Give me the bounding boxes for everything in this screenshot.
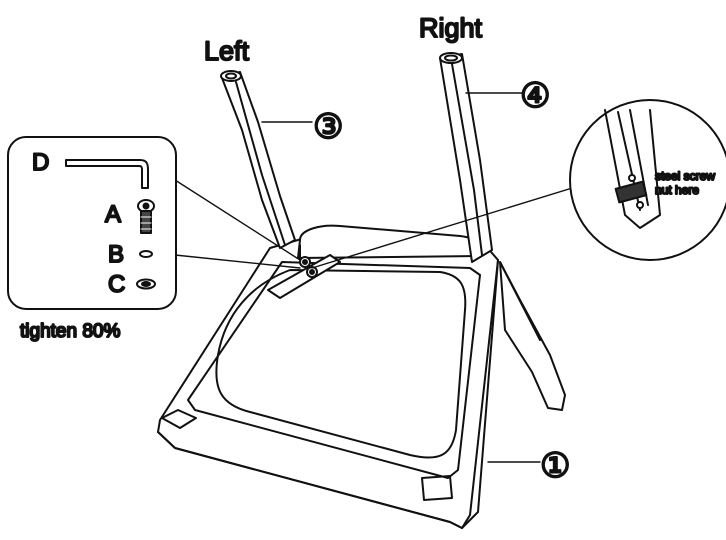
hardware-inset — [7, 136, 177, 310]
label-part-1: ① — [540, 447, 570, 485]
washer-icon — [139, 250, 153, 258]
hardware-label-d: D — [32, 149, 49, 176]
hardware-label-c: C — [108, 271, 125, 298]
hardware-label-b: B — [108, 241, 124, 268]
hardware-label-a: A — [105, 201, 121, 228]
screw-note-line2: nut here — [655, 183, 699, 197]
label-part-4: ④ — [520, 77, 550, 115]
hex-key-icon — [65, 159, 149, 189]
crossbar-bolts — [299, 256, 318, 278]
zoom-detail — [569, 99, 726, 261]
chair-seat — [157, 224, 499, 529]
rear-leg-right — [499, 261, 566, 411]
label-left: Left — [204, 36, 250, 66]
screw-icon — [137, 199, 155, 234]
label-part-3: ③ — [313, 108, 343, 146]
screw-note-line1: steel screw — [655, 169, 715, 183]
leader-lines — [174, 92, 609, 463]
leg-part3-left — [220, 70, 296, 249]
label-right: Right — [419, 13, 483, 43]
leg-part4-right — [439, 52, 493, 263]
tighten-note: tighten 80% — [20, 321, 120, 342]
curved-washer-icon — [136, 278, 156, 290]
